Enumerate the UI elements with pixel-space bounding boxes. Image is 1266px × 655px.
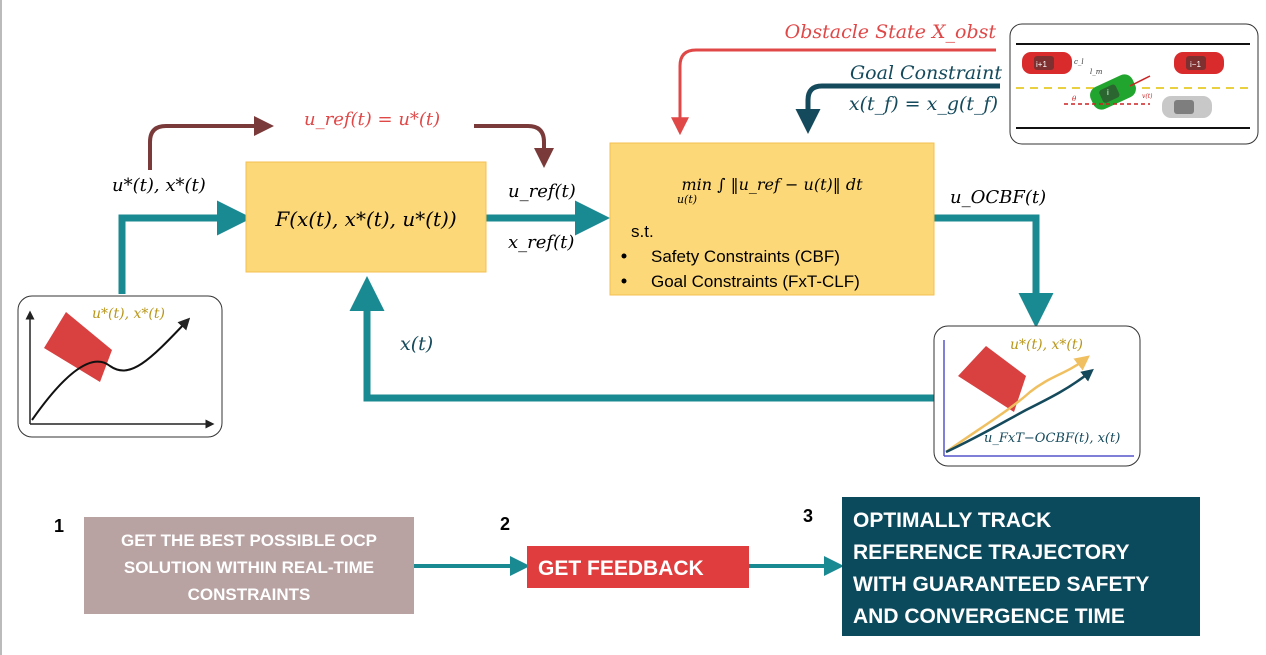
step-3-line-2: REFERENCE TRAJECTORY xyxy=(853,541,1130,564)
goal-equation-label: x(t_f) = x_g(t_f) xyxy=(849,93,998,115)
step-1-box: GET THE BEST POSSIBLE OCP SOLUTION WITHI… xyxy=(84,517,414,614)
objective-label: min ∫ ‖u_ref − u(t)‖ dt xyxy=(682,175,864,194)
optimization-block: min ∫ ‖u_ref − u(t)‖ dt u(t) s.t. Safety… xyxy=(609,142,935,296)
goal-constraint-title: Goal Constraint xyxy=(850,62,1002,84)
step-1-number: 1 xyxy=(54,516,64,536)
goal-constraint-label: Goal Constraints (FxT-CLF) xyxy=(651,272,860,291)
obstacle-state-label: Obstacle State X_obst xyxy=(785,21,997,43)
step-3-line-1: OPTIMALLY TRACK xyxy=(853,509,1051,532)
left-plot: u*(t), x*(t) xyxy=(17,295,223,438)
road-scene: i+1 i−1 i c_l l_m θ v(t) xyxy=(1009,23,1259,145)
step-2-number: 2 xyxy=(500,514,510,534)
arrow-feedback xyxy=(349,276,934,402)
vehicle-label-2: i−1 xyxy=(1190,60,1201,69)
arrow-reference-to-optimizer xyxy=(474,124,554,168)
optimal-inputs-label: u*(t), x*(t) xyxy=(112,175,206,196)
arrow-plot-to-function xyxy=(118,200,252,294)
step-3-box: OPTIMALLY TRACK REFERENCE TRAJECTORY WIT… xyxy=(842,497,1200,636)
right-plot-obstacle-region xyxy=(958,346,1026,412)
right-plot-top-label: u*(t), x*(t) xyxy=(1010,337,1083,353)
left-plot-label: u*(t), x*(t) xyxy=(92,306,165,322)
bullet-goal xyxy=(621,278,627,284)
arrow-obstacle-state xyxy=(671,48,996,136)
arrow-goal-constraint xyxy=(795,83,1000,134)
step-2-box: GET FEEDBACK xyxy=(527,546,749,588)
step-3-line-3: WITH GUARANTEED SAFETY xyxy=(853,573,1149,596)
vehicle-label-1: i+1 xyxy=(1036,60,1047,69)
right-plot-tracked-trajectory xyxy=(945,368,1094,454)
ego-velocity-vector xyxy=(1129,75,1151,87)
right-plot-bottom-label: u_FxT−OCBF(t), x(t) xyxy=(984,431,1120,446)
step-1-line-2: SOLUTION WITHIN REAL-TIME xyxy=(124,558,374,577)
min-variable-label: u(t) xyxy=(677,193,697,206)
left-plot-trajectory xyxy=(31,317,191,421)
step-3-number: 3 xyxy=(803,506,813,526)
reference-function-block: F(x(t), x*(t), u*(t)) xyxy=(245,161,487,273)
vehicle-label-3: i xyxy=(1107,88,1109,97)
bullet-safety xyxy=(621,253,627,259)
u-ref-label: u_ref(t) xyxy=(508,181,576,202)
step-1-line-1: GET THE BEST POSSIBLE OCP xyxy=(121,531,377,550)
reference-equals-label: u_ref(t) = u*(t) xyxy=(304,109,440,130)
left-plot-obstacle-region xyxy=(44,312,112,382)
reference-function-label: F(x(t), x*(t), u*(t)) xyxy=(274,207,456,231)
step-2-line-1: GET FEEDBACK xyxy=(538,557,704,580)
right-plot-reference-trajectory xyxy=(945,355,1090,454)
step-1-line-3: CONSTRAINTS xyxy=(188,585,311,604)
feedback-state-label: x(t) xyxy=(400,333,433,355)
arrow-optimizer-to-plot xyxy=(934,214,1054,328)
safety-constraint-label: Safety Constraints (CBF) xyxy=(651,247,840,266)
u-ocbf-label: u_OCBF(t) xyxy=(950,187,1046,208)
subject-to-label: s.t. xyxy=(631,222,654,241)
scene-annotation-lm: l_m xyxy=(1090,68,1103,76)
scene-annotation-velocity: v(t) xyxy=(1142,93,1153,100)
right-plot: u*(t), x*(t) u_FxT−OCBF(t), x(t) xyxy=(933,325,1141,467)
x-ref-label: x_ref(t) xyxy=(508,232,574,253)
scene-annotation-cl: c_l xyxy=(1074,58,1084,66)
step-3-line-4: AND CONVERGENCE TIME xyxy=(853,605,1125,628)
scene-annotation-theta: θ xyxy=(1072,95,1077,103)
arrow-optimal-reference xyxy=(148,116,274,170)
